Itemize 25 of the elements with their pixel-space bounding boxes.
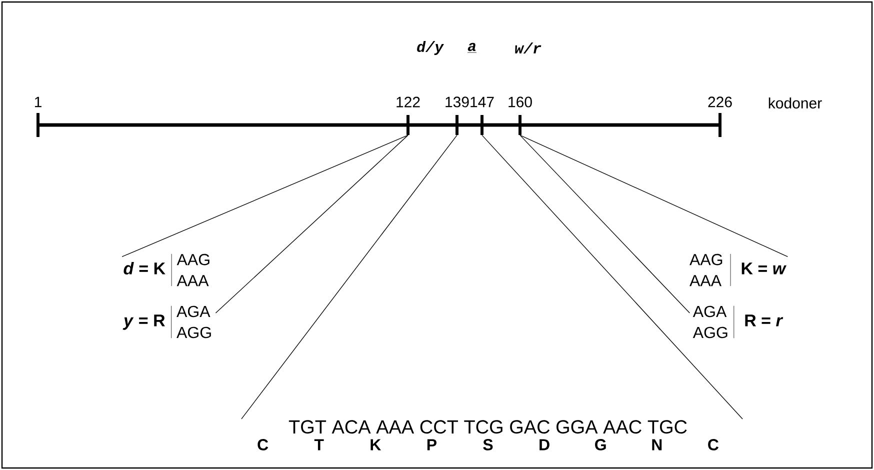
tick-label: 122 — [396, 96, 420, 108]
tick-label: 147 — [470, 96, 494, 108]
leader-line — [122, 134, 408, 258]
allele-label: d/y — [417, 41, 444, 55]
axis-label: kodoner — [768, 98, 822, 108]
tick-label: 139 — [446, 96, 469, 108]
tick-mark — [456, 115, 458, 135]
leader-line — [482, 134, 743, 420]
allele-label: a — [467, 42, 477, 53]
tick-mark — [480, 115, 484, 135]
leader-line — [520, 134, 690, 314]
tick-label: 226 — [708, 96, 732, 108]
tick-mark — [406, 115, 410, 135]
codon-group: AAG AAA K = w — [690, 254, 786, 286]
leader-line — [241, 134, 458, 420]
codon-group: y = R AGA AGG — [122, 306, 211, 338]
codon-group: AGA AGG R = r — [692, 306, 784, 338]
codon-group: d = K AAG AAA — [124, 254, 210, 286]
allele-label: w/r — [515, 42, 542, 54]
codon-sequence: TGT ACA AAA CCT TCG GAC GGA AAC TGC C T K P S D G N C — [258, 420, 719, 450]
tick-label: 160 — [508, 96, 532, 108]
tick-label: 1 — [34, 96, 42, 108]
leader-line — [520, 134, 788, 258]
tick-mark — [518, 115, 522, 135]
leader-line — [215, 134, 408, 314]
